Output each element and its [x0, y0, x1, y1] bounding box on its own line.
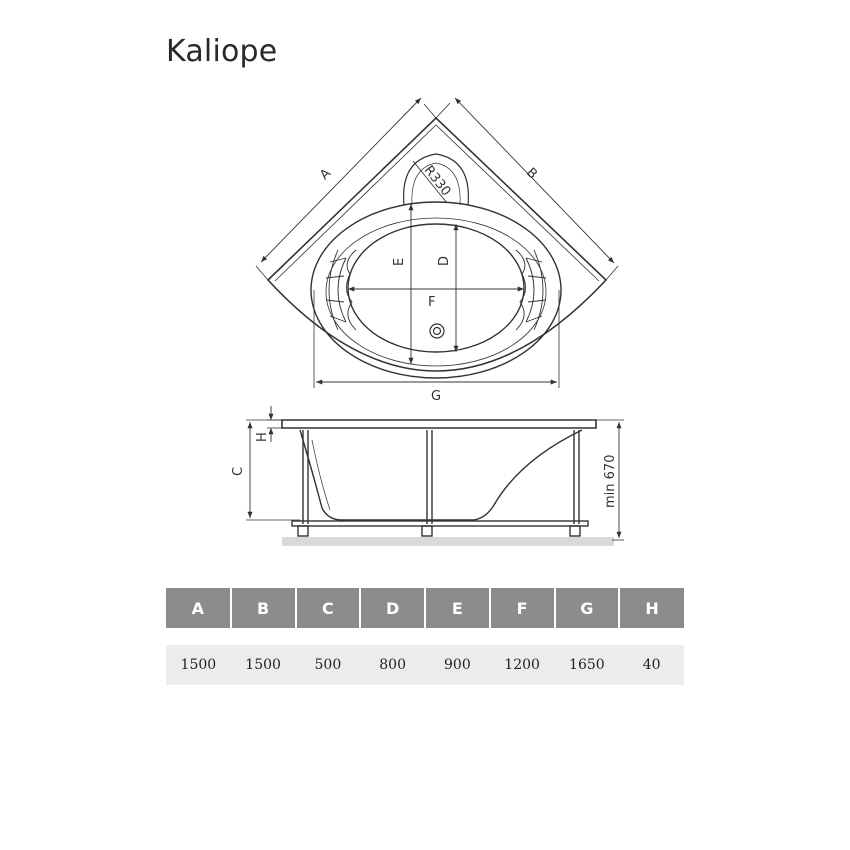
label-e: E — [392, 258, 407, 266]
table-row: 1500 1500 500 800 900 1200 1650 40 — [166, 645, 684, 685]
label-g: G — [431, 389, 441, 404]
plan-view — [255, 97, 619, 388]
header-c: C — [294, 588, 361, 628]
dim-b — [454, 97, 615, 264]
label-a: A — [317, 166, 334, 183]
header-a: A — [166, 588, 231, 628]
value-f: 1200 — [489, 645, 555, 685]
dim-a — [260, 97, 422, 263]
drain-icon — [429, 323, 445, 339]
value-a: 1500 — [166, 645, 231, 685]
value-d: 800 — [360, 645, 425, 685]
value-h: 40 — [619, 645, 684, 685]
value-e: 900 — [425, 645, 490, 685]
header-h: H — [618, 588, 684, 628]
rim-profile — [281, 419, 597, 429]
tub-body — [299, 429, 583, 521]
label-d: D — [437, 256, 452, 266]
plan-outline — [266, 116, 608, 372]
rim-inner — [325, 217, 547, 367]
value-g: 1650 — [554, 645, 620, 685]
value-c: 500 — [295, 645, 361, 685]
header-b: B — [229, 588, 296, 628]
support-frame — [291, 430, 589, 537]
value-b: 1500 — [230, 645, 296, 685]
table-header-row: A B C D E F G H — [166, 588, 684, 628]
header-d: D — [359, 588, 425, 628]
label-c: C — [231, 467, 246, 476]
header-e: E — [424, 588, 490, 628]
header-f: F — [488, 588, 555, 628]
basin — [347, 223, 525, 353]
armrest-right — [515, 249, 547, 331]
dimension-table: A B C D E F G H 1500 1500 500 800 900 12… — [166, 588, 684, 685]
header-g: G — [553, 588, 620, 628]
armrest-left — [325, 249, 357, 331]
label-f: F — [428, 295, 435, 310]
table-spacer — [166, 628, 684, 645]
product-title: Kaliope — [166, 34, 278, 69]
rim-outer — [310, 201, 562, 379]
side-view — [246, 406, 624, 546]
floor — [282, 537, 614, 546]
label-h: H — [255, 432, 270, 442]
tub-body-inner — [311, 439, 331, 511]
label-min-height: min 670 — [603, 455, 618, 508]
label-b: B — [523, 165, 540, 182]
